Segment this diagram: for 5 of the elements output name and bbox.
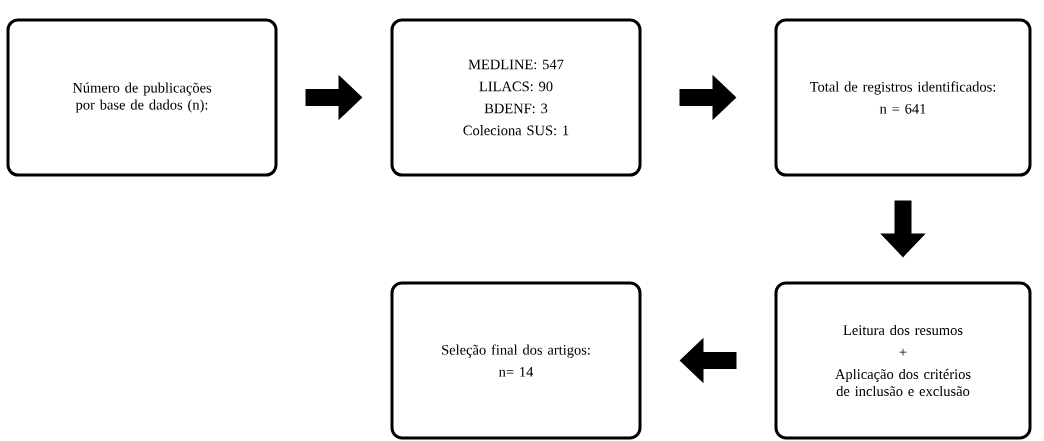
- process-box: MEDLINE: 547 LILACS: 90 BDENF: 3 Coleciona SUS: 1: [390, 18, 642, 177]
- process-box: Total de registros identificados: n = 641: [774, 18, 1032, 177]
- process-box: Leitura dos resumos + Aplicação dos critérios de inclusão e exclusão: [774, 281, 1032, 440]
- process-box: Número de publicações por base de dados (n):: [6, 18, 278, 177]
- process-box: Seleção final dos artigos: n= 14: [390, 281, 642, 440]
